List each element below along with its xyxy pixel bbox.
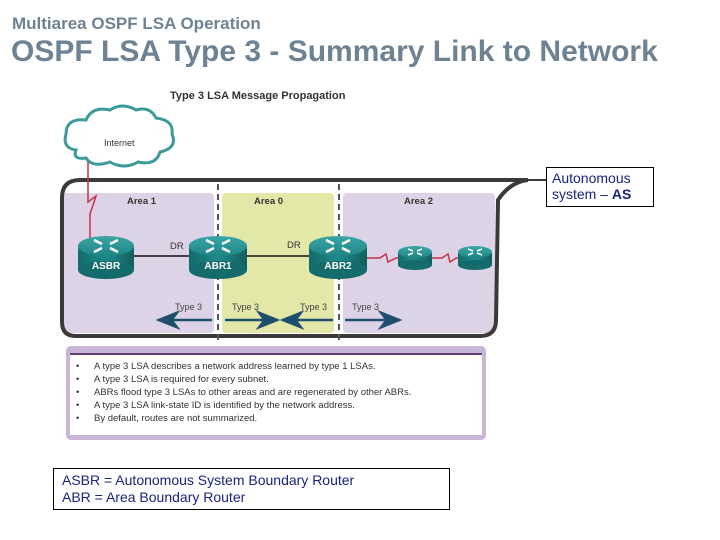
as-callout: Autonomous system – AS xyxy=(546,167,654,207)
info-bullet-list: A type 3 LSA describes a network address… xyxy=(70,355,482,425)
legend-line-asbr: ASBR = Autonomous System Boundary Router xyxy=(62,472,355,488)
internet-label: Internet xyxy=(104,138,135,148)
info-panel: A type 3 LSA describes a network address… xyxy=(66,346,486,440)
lsa-type-label: Type 3 xyxy=(232,302,260,312)
info-bullet: A type 3 LSA describes a network address… xyxy=(76,360,482,373)
dr-label: DR xyxy=(170,241,184,252)
abbreviation-legend: ASBR = Autonomous System Boundary Router… xyxy=(53,468,450,510)
serial-link xyxy=(366,252,400,264)
legend-line-abr: ABR = Area Boundary Router xyxy=(62,489,246,505)
area-2-label: Area 2 xyxy=(404,196,434,207)
as-callout-abbr: AS xyxy=(611,186,632,202)
as-callout-text: Autonomous system – xyxy=(552,170,631,202)
lsa-type-label: Type 3 xyxy=(300,302,328,312)
info-bullet: By default, routes are not summarized. xyxy=(76,412,482,425)
internet-cloud-icon xyxy=(63,104,175,168)
diagram-title: Type 3 LSA Message Propagation xyxy=(170,90,346,102)
router-abr2-icon[interactable] xyxy=(309,236,367,279)
router-abr1-label: ABR1 xyxy=(204,261,232,272)
dr-label: DR xyxy=(287,240,301,251)
as-border xyxy=(60,178,529,338)
area-1-region xyxy=(62,193,214,333)
area-0-region xyxy=(222,193,334,333)
info-content: A type 3 LSA describes a network address… xyxy=(70,353,482,435)
info-bullet: A type 3 LSA is required for every subne… xyxy=(76,373,482,386)
info-bullet: A type 3 LSA link-state ID is identified… xyxy=(76,399,482,412)
lsa-type-label: Type 3 xyxy=(352,302,380,312)
router-area2-a-icon[interactable] xyxy=(398,246,432,270)
serial-link xyxy=(430,252,460,264)
area-1-label: Area 1 xyxy=(127,196,157,207)
area-0-label: Area 0 xyxy=(254,196,284,207)
lsa-type-label: Type 3 xyxy=(175,302,203,312)
router-area2-b-icon[interactable] xyxy=(458,246,492,270)
slide-title: OSPF LSA Type 3 - Summary Link to Networ… xyxy=(11,35,658,68)
router-abr1-icon[interactable] xyxy=(189,236,247,279)
serial-link xyxy=(87,162,98,240)
slide-subtitle: Multiarea OSPF LSA Operation xyxy=(12,14,261,33)
router-abr2-label: ABR2 xyxy=(324,261,352,272)
router-asbr-label: ASBR xyxy=(91,261,121,272)
info-bullet: ABRs flood type 3 LSAs to other areas an… xyxy=(76,386,482,399)
router-asbr-icon[interactable] xyxy=(78,236,134,279)
